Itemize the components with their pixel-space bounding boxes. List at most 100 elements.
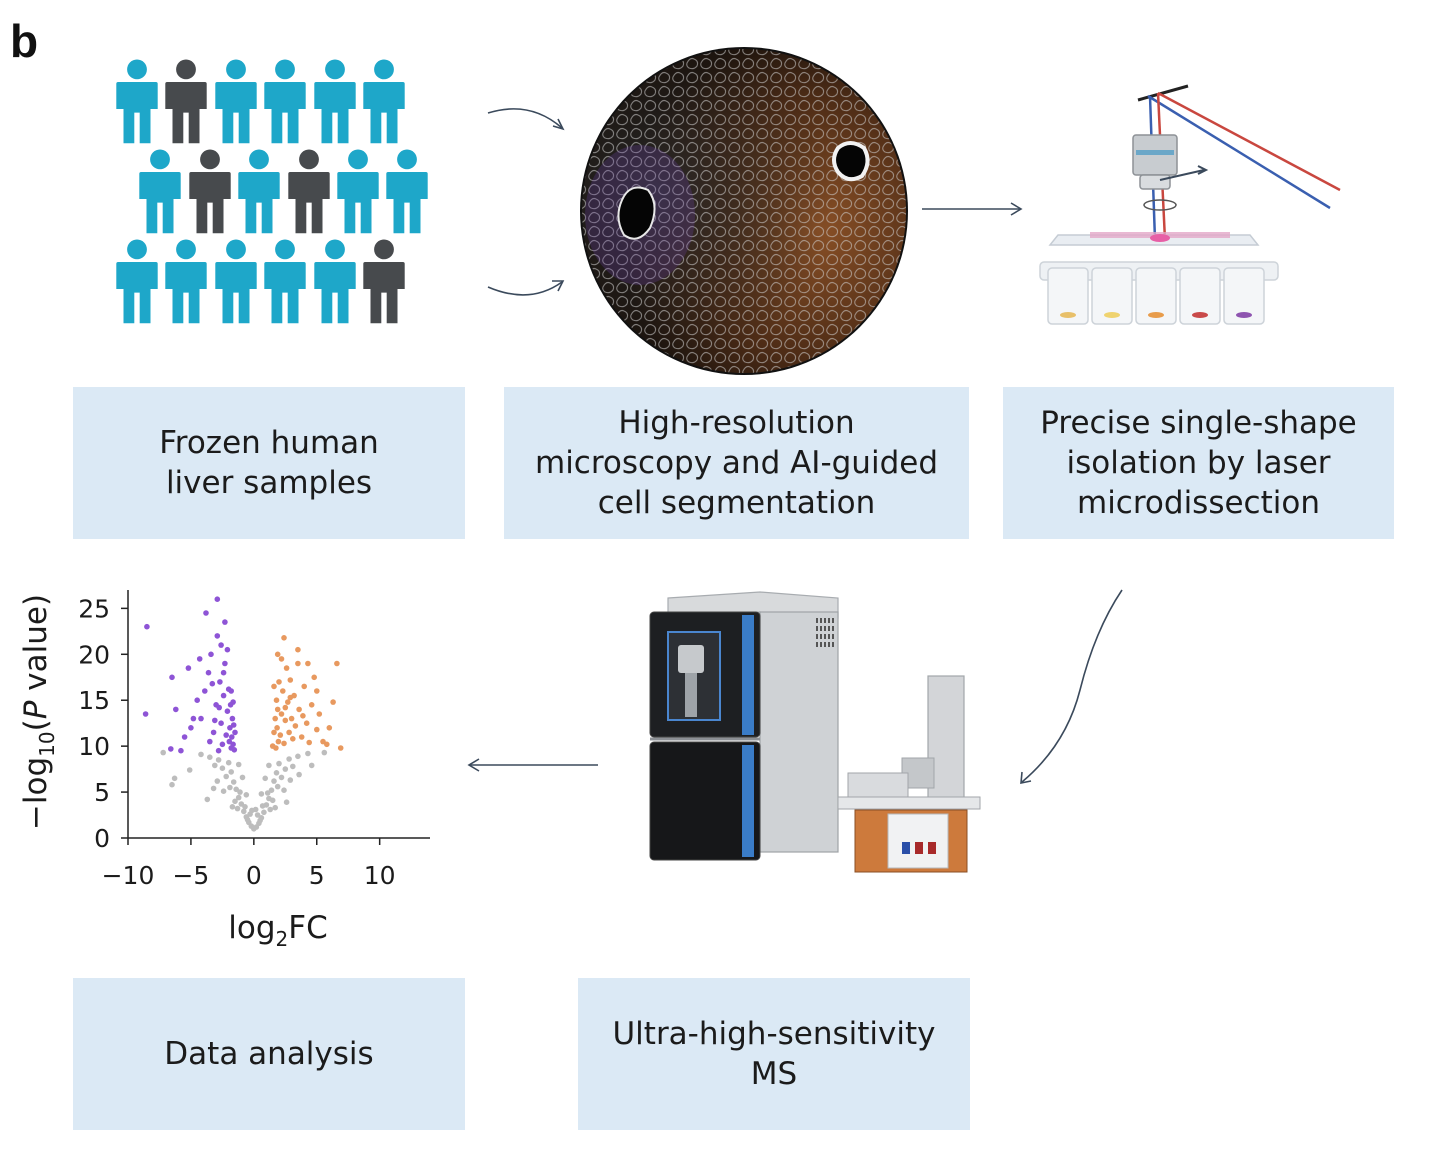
- data-point: [169, 781, 175, 788]
- data-point: [230, 699, 236, 705]
- data-point: [171, 775, 178, 782]
- vent-slot: [828, 626, 830, 631]
- data-point: [234, 805, 241, 812]
- data-point: [144, 623, 150, 630]
- data-point: [274, 651, 281, 658]
- data-point: [290, 736, 296, 742]
- data-point: [286, 729, 292, 736]
- panel-label: b: [10, 15, 39, 67]
- collection-well: [1091, 267, 1133, 325]
- data-point: [281, 787, 287, 793]
- data-point: [287, 777, 294, 783]
- data-point: [262, 775, 269, 782]
- data-point: [178, 747, 184, 754]
- arrow-people-to-microscopy-upper: [487, 108, 563, 129]
- data-point: [271, 683, 277, 690]
- data-point: [230, 722, 237, 728]
- data-point: [223, 732, 229, 738]
- data-point: [210, 785, 217, 792]
- data-point: [169, 674, 175, 681]
- data-point: [202, 688, 208, 694]
- data-point: [249, 807, 255, 814]
- data-point: [276, 679, 282, 685]
- data-point: [168, 746, 174, 752]
- vent-slot: [816, 642, 818, 647]
- data-point: [244, 816, 251, 823]
- data-point: [277, 732, 284, 738]
- data-point: [217, 679, 223, 685]
- vent-slot: [832, 618, 834, 623]
- vent-slot: [824, 642, 826, 647]
- data-point: [220, 692, 227, 699]
- collection-well: [1179, 267, 1221, 325]
- data-point: [190, 715, 197, 722]
- data-point: [306, 739, 313, 746]
- data-point: [282, 704, 289, 711]
- data-point: [227, 784, 233, 791]
- data-point: [224, 708, 231, 714]
- data-point: [219, 765, 226, 771]
- step-frozen-samples: Frozen human liver samples: [73, 387, 465, 539]
- data-point: [214, 633, 221, 639]
- data-point: [334, 660, 340, 667]
- data-point: [337, 745, 344, 751]
- data-point: [301, 683, 308, 690]
- step-laser-isolation: Precise single-shape isolation by laser …: [1003, 387, 1394, 539]
- data-point: [186, 767, 193, 773]
- data-point: [198, 751, 204, 758]
- x-tick-label: 0: [246, 861, 262, 890]
- data-point: [212, 762, 218, 769]
- data-point: [214, 596, 221, 602]
- collection-well: [1047, 267, 1089, 325]
- data-point: [280, 688, 286, 694]
- vent-slot: [816, 618, 818, 623]
- data-point: [282, 717, 289, 724]
- vent-slot: [820, 634, 822, 639]
- data-point: [232, 729, 238, 736]
- data-point: [224, 646, 231, 653]
- data-point: [173, 706, 179, 713]
- data-point: [281, 740, 287, 747]
- data-point: [267, 806, 274, 813]
- data-point: [296, 771, 302, 778]
- data-point: [203, 610, 209, 616]
- vent-slot: [816, 626, 818, 631]
- data-point: [188, 725, 194, 731]
- collection-well: [1223, 267, 1265, 325]
- data-point: [196, 656, 203, 662]
- data-point: [305, 750, 311, 757]
- vent-slot: [824, 618, 826, 623]
- data-point: [278, 774, 285, 781]
- data-point: [218, 720, 224, 726]
- data-point: [273, 697, 280, 703]
- data-point: [220, 788, 227, 794]
- data-point: [324, 741, 330, 748]
- data-point: [207, 754, 213, 760]
- vent-slot: [828, 618, 830, 623]
- data-point: [198, 715, 204, 722]
- vent-slot: [828, 634, 830, 639]
- data-point: [228, 688, 234, 694]
- data-point: [300, 713, 306, 719]
- data-point: [181, 734, 188, 740]
- data-point: [215, 747, 222, 754]
- y-tick-label: 15: [78, 686, 110, 715]
- data-point: [212, 717, 218, 724]
- data-point: [274, 783, 281, 790]
- data-point: [142, 711, 149, 717]
- data-point: [326, 725, 333, 731]
- vent-slot: [832, 634, 834, 639]
- data-point: [207, 738, 213, 745]
- data-point: [269, 797, 276, 804]
- data-point: [303, 720, 310, 726]
- data-point: [225, 759, 232, 766]
- data-point: [235, 761, 242, 768]
- vent-slot: [828, 642, 830, 647]
- y-tick-label: 5: [94, 778, 110, 807]
- data-point: [276, 760, 282, 767]
